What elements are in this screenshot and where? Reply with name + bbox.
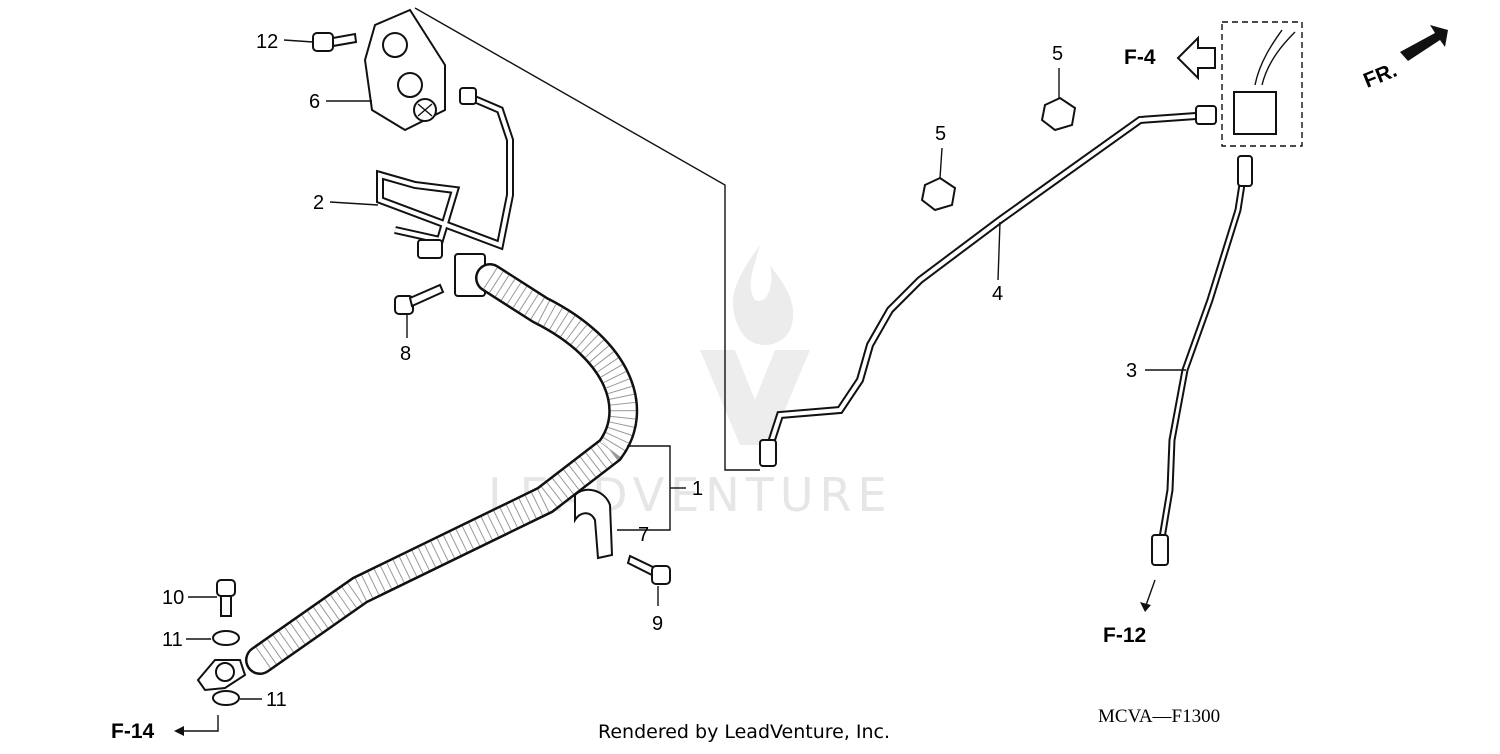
ref-front: FR.: [1360, 59, 1400, 93]
callout-8: 8: [400, 343, 411, 365]
callout-10: 10: [162, 587, 184, 609]
callout-9: 9: [652, 613, 663, 635]
front-arrow: [1400, 25, 1448, 61]
leader-12: [283, 39, 314, 43]
clip-5-lower: [920, 176, 957, 212]
leader-5-lower: [939, 147, 943, 179]
bolt-9: [626, 554, 671, 585]
ref-f4: F-4: [1124, 46, 1156, 69]
callout-1: 1: [692, 478, 703, 500]
clamp-7: [574, 488, 614, 560]
callout-6: 6: [309, 91, 320, 113]
callout-11-upper: 11: [162, 629, 183, 651]
callout-4: 4: [992, 283, 1003, 305]
detail-box: [1221, 21, 1303, 147]
f12-arrow-shaft: [1144, 579, 1156, 609]
callout-2: 2: [313, 192, 324, 214]
pipe-nut-upper: [459, 87, 477, 105]
footer-credit: Rendered by LeadVenture, Inc.: [598, 721, 890, 743]
clip-5-upper: [1040, 96, 1077, 132]
pipe-nut-lower: [417, 239, 443, 259]
callout-7: 7: [638, 524, 649, 546]
ref-f12: F-12: [1103, 624, 1146, 647]
bolt-8: [394, 283, 445, 315]
bolt-10: [216, 579, 236, 617]
callout-12: 12: [256, 31, 278, 53]
f14-arrow-head: [174, 726, 184, 736]
f4-arrow: [1176, 35, 1216, 81]
brake-pipe-4: [759, 105, 1217, 467]
leader-4: [997, 221, 1001, 281]
detail-block: [1233, 91, 1277, 135]
detail-hose: [1254, 29, 1283, 86]
f12-arrow-head: [1140, 602, 1151, 612]
callout-5-lower: 5: [935, 123, 946, 145]
brake-pipe-3: [1151, 155, 1253, 566]
callout-5-upper: 5: [1052, 43, 1063, 65]
f14-arrow-shaft: [178, 715, 219, 732]
brake-hose-1: [196, 253, 639, 692]
diagram-code: MCVA—F1300: [1098, 706, 1220, 727]
bolt-12: [312, 32, 358, 52]
ref-f14: F-14: [111, 720, 155, 743]
callout-11-lower: 11: [266, 689, 287, 711]
washer-11-lower: [212, 690, 240, 706]
joint-block-6: [363, 8, 446, 132]
callout-3: 3: [1126, 360, 1137, 382]
leader-2: [329, 201, 379, 206]
washer-11-upper: [212, 630, 240, 646]
panel-boundary: [414, 7, 760, 471]
